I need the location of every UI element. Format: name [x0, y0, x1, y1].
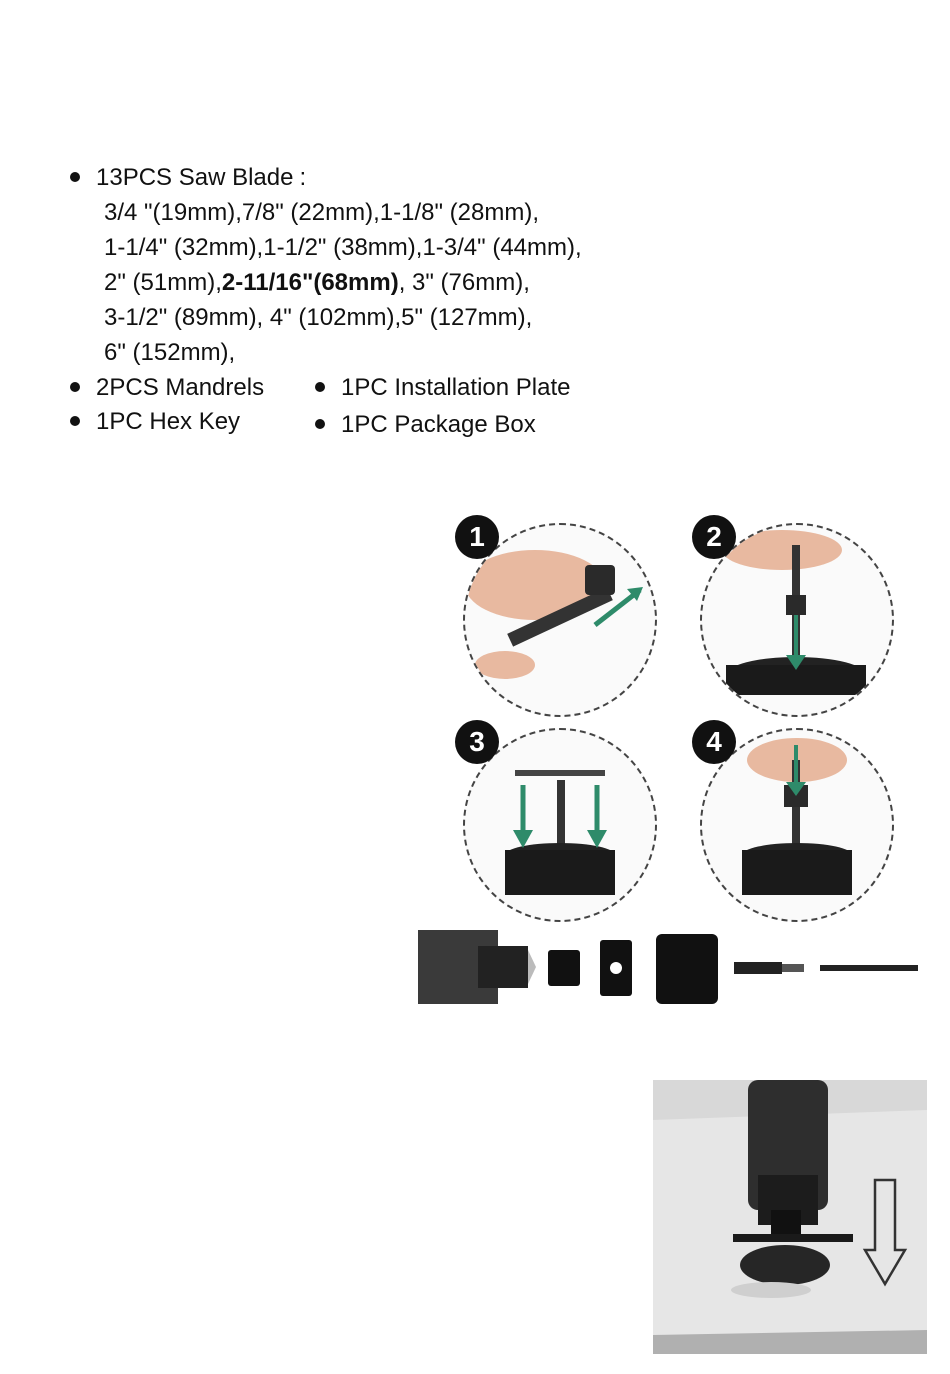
mandrel-image — [734, 962, 782, 974]
size-line-1: 3/4 "(19mm),7/8" (22mm),1-1/8" (28mm), — [70, 195, 710, 230]
spec-list: 13PCS Saw Blade: 3/4 "(19mm),7/8" (22mm)… — [70, 160, 710, 370]
hole-saw-image — [656, 934, 718, 1004]
parts-row — [418, 928, 923, 1006]
step-1: 1 — [455, 515, 650, 710]
install-plate-label: 1PC Installation Plate — [341, 374, 570, 401]
size-line-4: 3-1/2" (89mm), 4" (102mm),5" (127mm), — [70, 300, 710, 335]
hex-key-item: 1PC Hex Key — [70, 408, 240, 436]
size-line-5: 6" (152mm), — [70, 335, 710, 370]
step-3: 3 — [455, 720, 650, 915]
saw-blade-title: 13PCS Saw Blade — [96, 164, 293, 191]
bullet-icon — [315, 419, 325, 429]
package-box-label: 1PC Package Box — [341, 411, 536, 438]
saw-blade-item: 13PCS Saw Blade: — [70, 160, 710, 195]
drill-bit-image — [820, 965, 918, 971]
bullet-icon — [70, 416, 80, 426]
bullet-icon — [70, 172, 80, 182]
step-2: 2 — [692, 515, 887, 710]
bullet-icon — [70, 382, 80, 392]
size-line-3: 2" (51mm),2-11/16"(68mm), 3" (76mm), — [70, 265, 710, 300]
size-68-bold: 2-11/16"(68mm) — [222, 269, 399, 296]
size-line-2: 1-1/4" (32mm),1-1/2" (38mm),1-3/4" (44mm… — [70, 230, 710, 265]
nut-image — [548, 950, 580, 986]
installation-steps: 1 2 3 — [455, 515, 900, 925]
mandrels-item: 2PCS Mandrels — [70, 374, 264, 402]
hex-key-label: 1PC Hex Key — [96, 408, 240, 435]
step-badge: 3 — [455, 720, 499, 764]
install-plate-item: 1PC Installation Plate — [315, 374, 570, 402]
bullet-icon — [315, 382, 325, 392]
step-badge: 2 — [692, 515, 736, 559]
mandrels-label: 2PCS Mandrels — [96, 374, 264, 401]
step-badge: 4 — [692, 720, 736, 764]
package-box-item: 1PC Package Box — [315, 411, 536, 439]
step-badge: 1 — [455, 515, 499, 559]
saw-blade-colon: : — [299, 164, 306, 191]
step-4: 4 — [692, 720, 887, 915]
size-51: 2" (51mm), — [104, 269, 222, 296]
drilling-photo — [653, 1080, 927, 1354]
size-76: , 3" (76mm), — [399, 269, 530, 296]
